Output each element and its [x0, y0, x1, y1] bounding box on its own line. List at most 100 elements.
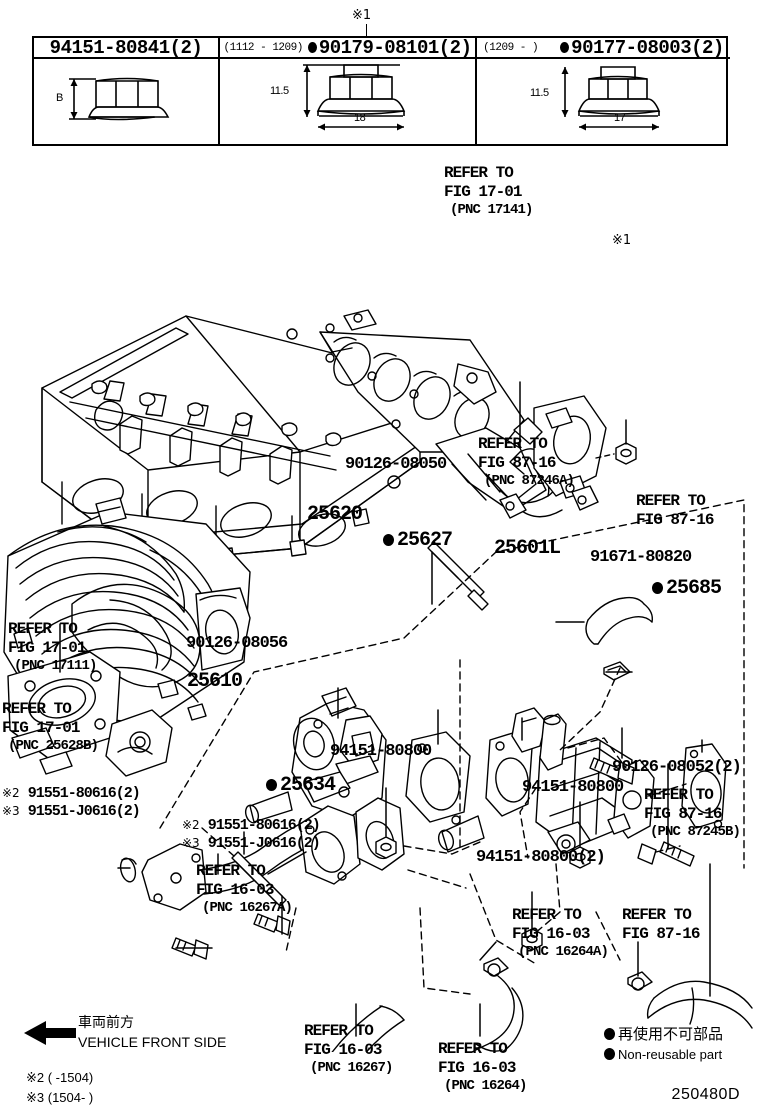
egr-valve-illustration [244, 687, 387, 824]
refer-fig-87-16-lower: REFER TO FIG 87-16 [622, 906, 700, 944]
refer-line-2: FIG 16-03 [438, 1058, 516, 1077]
egr-pipe-25610-illustration [119, 805, 361, 911]
asterisk-3-marker: ※3 [2, 804, 20, 818]
refer-fig-16-03-pnc-16264A: REFER TO FIG 16-03 (PNC 16264A) [512, 906, 609, 960]
variant-cell-3-part-number: 90177-08003(2) [571, 38, 724, 59]
refer-line-2: FIG 17-01 [2, 718, 80, 737]
stud-90126-08052-illustration [637, 841, 695, 867]
non-reusable-legend: 再使用不可部品 Non-reusable part [604, 1024, 723, 1066]
refer-line-3: (PNC 16267) [310, 1059, 393, 1076]
note-91551-J0616-left: ※3 91551-J0616(2) [2, 803, 141, 821]
refer-line-1: REFER TO [438, 1040, 508, 1058]
variant-cell-3-header: (1209 - ) 90177-08003(2) [477, 38, 730, 59]
nut-illustration-1 [69, 77, 170, 121]
note-91551-J0616-left-text: 91551-J0616(2) [27, 803, 141, 820]
refer-line-3: (PNC 16267A) [202, 899, 293, 916]
refer-line-3: (PNC 17141) [450, 201, 533, 218]
refer-line-1: REFER TO [196, 862, 266, 880]
refer-fig-87-16-pnc-87245B: REFER TO FIG 87-16 (PNC 87245B) [644, 786, 741, 840]
refer-line-2: FIG 87-16 [478, 453, 556, 472]
nut-mark1-illustration [615, 442, 637, 465]
non-reusable-legend-jp: 再使用不可部品 [618, 1025, 724, 1043]
footnote-asterisk-3: ※3 (1504- ) [26, 1090, 94, 1105]
nut-illustration-3 [561, 66, 661, 131]
non-reusable-dot-icon [266, 779, 277, 791]
part-number-90126-08056: 90126-08056 [186, 634, 288, 653]
asterisk-1-marker-top: ※1 [352, 8, 372, 23]
part-number-25685-text: 25685 [666, 577, 722, 600]
nut-94151-80800-2-illustration [521, 928, 543, 951]
part-number-90126-08050: 90126-08050 [345, 455, 447, 474]
refer-fig-17-01-pnc-25628B: REFER TO FIG 17-01 (PNC 25628B) [2, 700, 99, 754]
part-number-25620: 25620 [307, 503, 363, 526]
part-number-94151-80800-2: 94151-80800(2) [476, 848, 606, 867]
refer-line-2: FIG 16-03 [196, 880, 274, 899]
refer-fig-16-03-pnc-16267A: REFER TO FIG 16-03 (PNC 16267A) [196, 862, 293, 916]
refer-fig-87-16-upper: REFER TO FIG 87-16 [636, 492, 714, 530]
variant-cell-1-header: 94151-80841(2) [34, 38, 218, 59]
refer-line-1: REFER TO [644, 786, 714, 804]
nut-illustration-2 [303, 64, 406, 131]
variant-cell-2-header: (1112 - 1209) 90179-08101(2) [220, 38, 475, 59]
hose-16264-illustration [470, 975, 524, 1052]
part-number-94151-80800-b: 94151-80800 [522, 778, 624, 797]
refer-line-2: FIG 16-03 [304, 1040, 382, 1059]
gasket-25627-illustration [405, 731, 471, 825]
variant-cell-2: (1112 - 1209) 90179-08101(2) [220, 38, 477, 144]
variant-cell-3-dim-vertical: 11.5 [530, 87, 549, 99]
non-reusable-legend-en: Non-reusable part [618, 1046, 723, 1062]
note-91551-80616-mid: ※2 91551-80616(2) [182, 817, 321, 835]
part-number-25610: 25610 [187, 670, 243, 693]
non-reusable-legend-en-row: Non-reusable part [604, 1046, 723, 1066]
part-number-25627: 25627 [383, 529, 453, 552]
non-reusable-dot-icon [604, 1047, 615, 1060]
gasket-25634-illustration [355, 797, 405, 871]
non-reusable-dot-icon [383, 534, 394, 546]
refer-line-2: FIG 17-01 [444, 182, 522, 201]
variant-cell-1-dim-vertical: B [56, 92, 63, 104]
refer-line-2: FIG 87-16 [644, 804, 722, 823]
intake-manifold-illustration [3, 497, 251, 777]
refer-line-2: FIG 87-16 [622, 924, 700, 943]
non-reusable-dot-icon [307, 42, 317, 53]
refer-fig-16-03-pnc-16267: REFER TO FIG 16-03 (PNC 16267) [304, 1022, 393, 1076]
hose-clip-16264A-illustration [483, 957, 509, 977]
variant-cell-1-part-number: 94151-80841(2) [49, 38, 203, 59]
refer-line-1: REFER TO [636, 492, 706, 510]
variant-cell-2-dim-vertical: 11.5 [270, 85, 289, 97]
vehicle-front-arrow-icon [22, 1020, 78, 1051]
asterisk-1-marker-right: ※1 [612, 233, 632, 248]
non-reusable-dot-icon [652, 582, 663, 594]
non-reusable-dot-icon [560, 42, 570, 53]
refer-line-1: REFER TO [512, 906, 582, 924]
variant-cell-2-date-range: (1112 - 1209) [223, 41, 304, 54]
hose-clip-upper-illustration [603, 661, 631, 681]
nut-94151-80800-a-illustration [375, 836, 397, 859]
refer-line-3: (PNC 87245B) [650, 823, 741, 840]
part-number-90126-08052: 90126-08052(2) [612, 758, 742, 777]
hose-16267-illustration [331, 1005, 405, 1052]
vehicle-front-label-en: VEHICLE FRONT SIDE [78, 1034, 227, 1050]
refer-fig-87-16-pnc-87246A: REFER TO FIG 87-16 (PNC 87246A) [478, 435, 575, 489]
refer-line-1: REFER TO [478, 435, 548, 453]
variant-cell-3: (1209 - ) 90177-08003(2) [477, 38, 730, 144]
note-91551-80616-left: ※2 91551-80616(2) [2, 785, 141, 803]
refer-fig-17-01-pnc-17111: REFER TO FIG 17-01 (PNC 17111) [8, 620, 97, 674]
variant-cell-3-dim-horizontal: 17 [614, 112, 626, 124]
note-91551-80616-mid-text: 91551-80616(2) [207, 817, 321, 834]
variant-cell-3-date-range: (1209 - ) [483, 41, 539, 54]
bolt-91671-80820-illustration [589, 757, 635, 785]
part-number-25601L: 25601L [494, 537, 561, 560]
refer-line-3: (PNC 16264) [444, 1077, 527, 1094]
non-reusable-dot-icon [604, 1028, 615, 1040]
nut-94151-80800-b-illustration [569, 846, 591, 869]
refer-line-1: REFER TO [2, 700, 72, 718]
hose-87246A-illustration [585, 596, 654, 645]
refer-line-2: FIG 87-16 [636, 510, 714, 529]
refer-line-1: REFER TO [304, 1022, 374, 1040]
variant-cell-3-body: 11.5 17 [477, 59, 730, 144]
variant-cell-1-body: B [34, 59, 218, 144]
refer-line-1: REFER TO [444, 164, 514, 182]
drawing-number: 250480D [671, 1086, 740, 1103]
